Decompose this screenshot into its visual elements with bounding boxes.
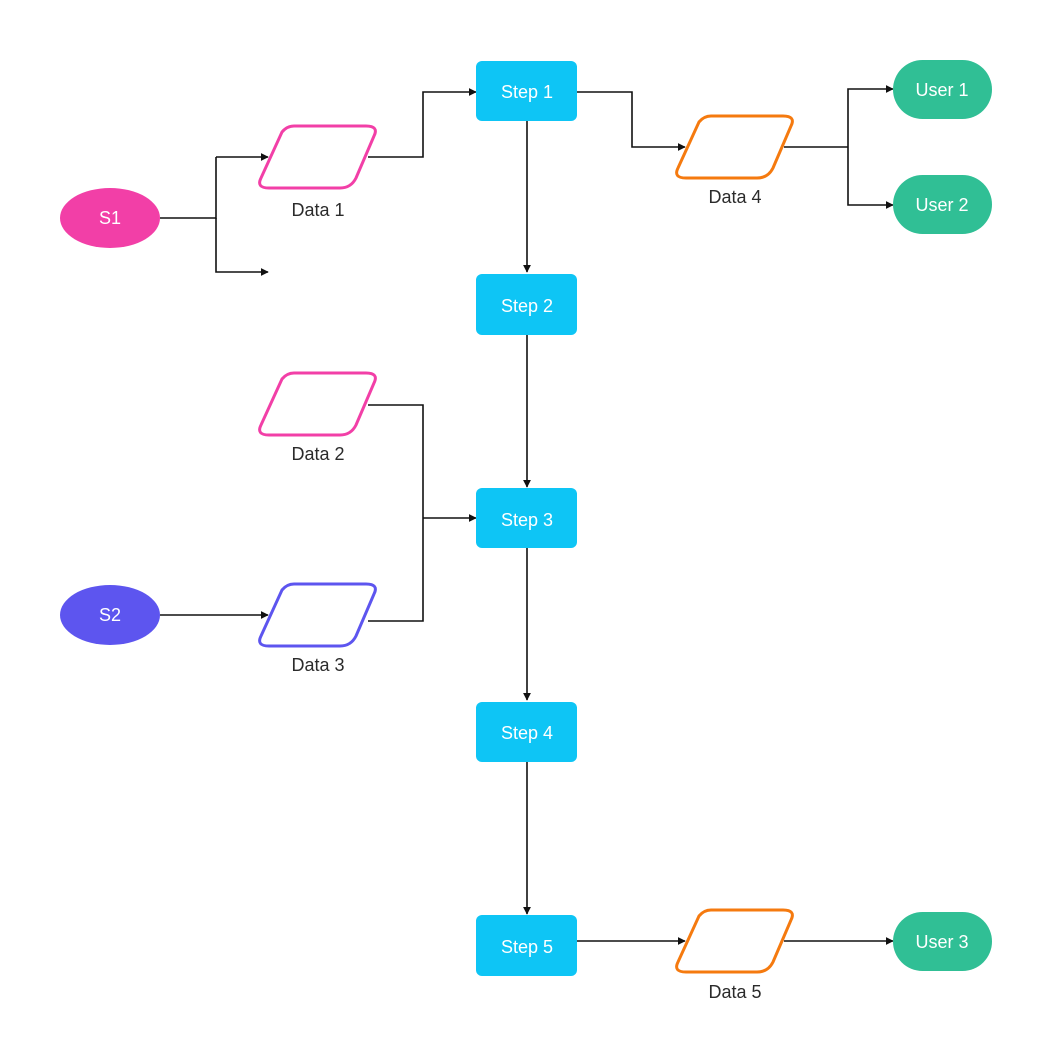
connectors: [160, 85, 894, 945]
data-node-1[interactable]: Data 1: [258, 124, 377, 220]
step1-to-data4-arrow: [577, 91, 686, 151]
step1-label: Step 1: [501, 82, 553, 102]
source-s2-shape: [60, 585, 160, 645]
data1-label: Data 1: [291, 200, 344, 220]
source-s1-shape: [60, 188, 160, 248]
data3-shape: [258, 582, 377, 648]
step-node-5[interactable]: Step 5: [476, 915, 577, 976]
user-node-3[interactable]: User 3: [893, 912, 992, 971]
data5-shape: [675, 908, 794, 974]
step2-shape: [476, 274, 577, 335]
step5-shape: [476, 915, 577, 976]
source-node-s2[interactable]: S2: [60, 585, 160, 645]
data4-to-user1-arrow: [847, 85, 894, 147]
step5-label: Step 5: [501, 937, 553, 957]
data2-shape: [258, 371, 377, 437]
step-node-1[interactable]: Step 1: [476, 61, 577, 121]
step3-label: Step 3: [501, 510, 553, 530]
user2-shape: [893, 175, 992, 234]
data2-label: Data 2: [291, 444, 344, 464]
source-node-s1[interactable]: S1: [60, 188, 160, 248]
data4-shape: [675, 114, 794, 180]
user3-label: User 3: [915, 932, 968, 952]
data2-connector: [368, 404, 424, 518]
data-node-4[interactable]: Data 4: [675, 114, 794, 207]
step1-shape: [476, 61, 577, 121]
user1-label: User 1: [915, 80, 968, 100]
step-node-3[interactable]: Step 3: [476, 488, 577, 548]
data3-connector: [368, 518, 424, 622]
data5-label: Data 5: [708, 982, 761, 1002]
data4-label: Data 4: [708, 187, 761, 207]
user2-label: User 2: [915, 195, 968, 215]
step3-shape: [476, 488, 577, 548]
source-s1-label: S1: [99, 208, 121, 228]
user1-shape: [893, 60, 992, 119]
user3-shape: [893, 912, 992, 971]
data-node-5[interactable]: Data 5: [675, 908, 794, 1002]
data-node-3[interactable]: Data 3: [258, 582, 377, 675]
step4-shape: [476, 702, 577, 762]
s1-lower-branch-arrow: [215, 218, 269, 276]
step-node-4[interactable]: Step 4: [476, 702, 577, 762]
source-s2-label: S2: [99, 605, 121, 625]
user-node-2[interactable]: User 2: [893, 175, 992, 234]
data4-to-user2-arrow: [847, 147, 894, 209]
data3-label: Data 3: [291, 655, 344, 675]
data1-shape: [258, 124, 377, 190]
step4-label: Step 4: [501, 723, 553, 743]
data-node-2[interactable]: Data 2: [258, 371, 377, 464]
s1-trunk-connector: [160, 157, 217, 219]
step-node-2[interactable]: Step 2: [476, 274, 577, 335]
step2-label: Step 2: [501, 296, 553, 316]
data1-to-step1-arrow: [368, 88, 477, 158]
user-node-1[interactable]: User 1: [893, 60, 992, 119]
